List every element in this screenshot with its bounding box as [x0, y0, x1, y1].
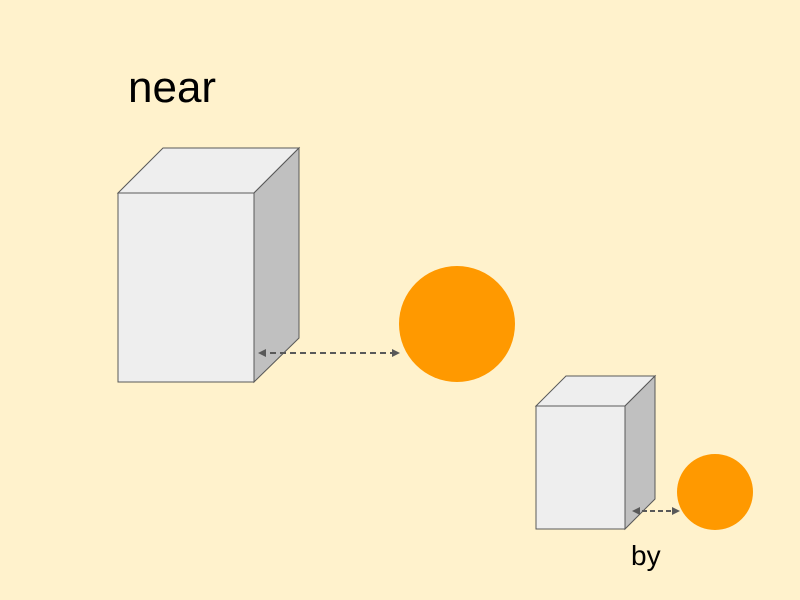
near-label: near [128, 63, 217, 112]
small-box-front [535, 405, 626, 530]
small-box [534, 374, 657, 531]
large-box [116, 146, 301, 384]
small-ball [677, 454, 753, 530]
large-ball [399, 266, 515, 382]
large-box-front [117, 192, 255, 383]
by-label: by [631, 540, 661, 571]
